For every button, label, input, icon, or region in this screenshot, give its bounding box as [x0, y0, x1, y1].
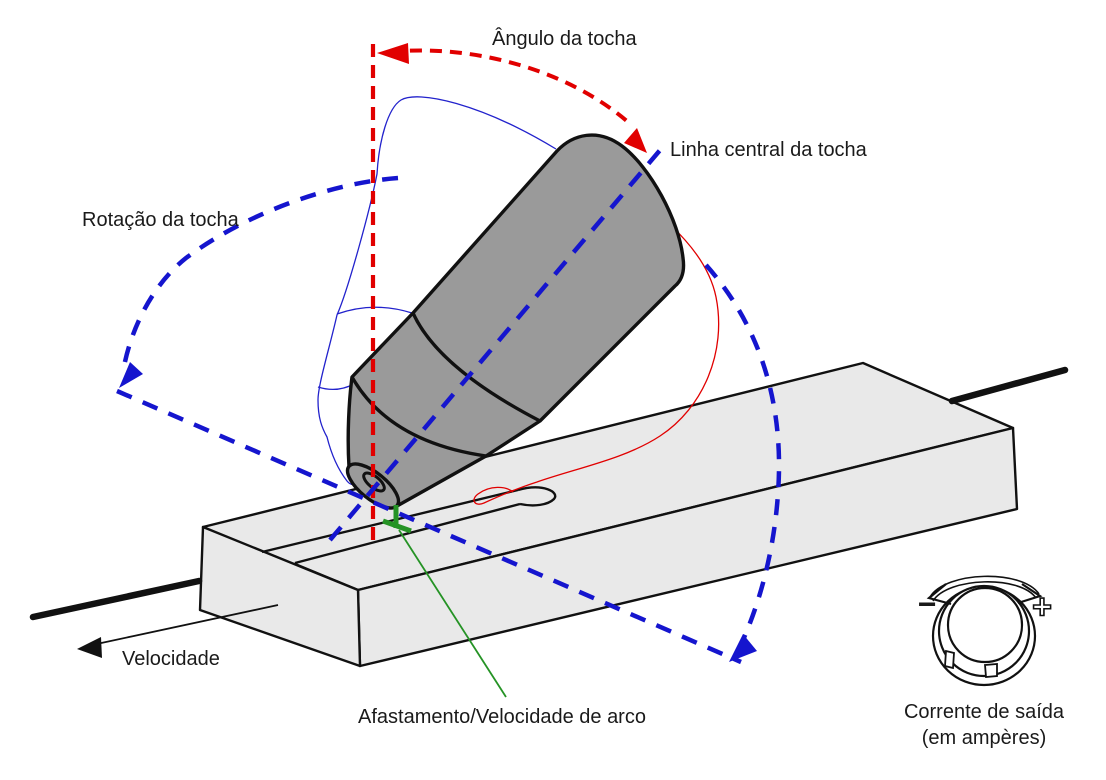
- rotation-arc-right: [704, 263, 782, 641]
- torch-ring-1: [411, 312, 541, 423]
- envelope-left-outline: [317, 96, 557, 486]
- angle-arrowhead-left: [377, 43, 409, 64]
- label-torch-rotation: Rotação da tocha: [82, 209, 240, 231]
- label-output-current-line2: (em ampères): [922, 727, 1046, 749]
- label-torch-angle: Ângulo da tocha: [492, 27, 637, 50]
- torch-rotation-indicator: [116, 147, 782, 665]
- current-knob-icon: [926, 575, 1043, 687]
- standoff-indicator: [382, 505, 507, 698]
- speed-arrow-line: [91, 604, 279, 646]
- rotation-arrowhead-bottom: [729, 634, 757, 662]
- workpiece-block: [198, 361, 1019, 668]
- standoff-tick: [382, 518, 412, 534]
- torch-body-outline: [346, 133, 686, 508]
- knob-grip-notch-left: [944, 649, 955, 670]
- rotation-arc-left: [120, 175, 399, 373]
- label-torch-centerline: Linha central da tocha: [670, 139, 868, 161]
- torch-ring-2: [350, 376, 487, 458]
- knob-arrowhead-left: [926, 583, 952, 606]
- torch-angle-arc: [389, 48, 630, 124]
- label-standoff-arc-speed: Afastamento/Velocidade de arco: [358, 706, 646, 728]
- envelope-right-outline: [473, 188, 720, 505]
- knob-arrowhead-right: [1017, 583, 1043, 605]
- travel-speed-arrow: [77, 604, 279, 658]
- knob-rotation-arrow-arc2: [932, 581, 1037, 602]
- knob-grip-notch-bottom: [984, 663, 998, 678]
- torch-tip-nozzle-hole: [362, 471, 386, 493]
- wire-left-segment: [29, 577, 203, 621]
- rotated-torch-envelope-right: [473, 188, 720, 505]
- speed-arrowhead: [77, 637, 102, 658]
- label-travel-speed: Velocidade: [122, 648, 220, 670]
- standoff-leader-line: [398, 529, 507, 698]
- torch-angle-indicator: [370, 43, 647, 546]
- rotation-arrowhead-left: [119, 362, 143, 388]
- wire-right-segment: [948, 366, 1069, 405]
- rotation-ellipse-near-side: [116, 388, 742, 665]
- electrode-wire: [29, 366, 1069, 621]
- groove-front-edge: [294, 502, 521, 565]
- welding-torch: [345, 133, 686, 510]
- groove-end-cap: [517, 486, 557, 507]
- plus-symbol: +: [1032, 588, 1052, 626]
- knob-top-face: [946, 586, 1024, 664]
- angle-arrowhead-right: [624, 128, 647, 153]
- label-output-current-line1: Corrente de saída: [904, 701, 1065, 723]
- minus-symbol: −: [918, 586, 937, 622]
- knob-rotation-arrow-arc: [929, 575, 1040, 598]
